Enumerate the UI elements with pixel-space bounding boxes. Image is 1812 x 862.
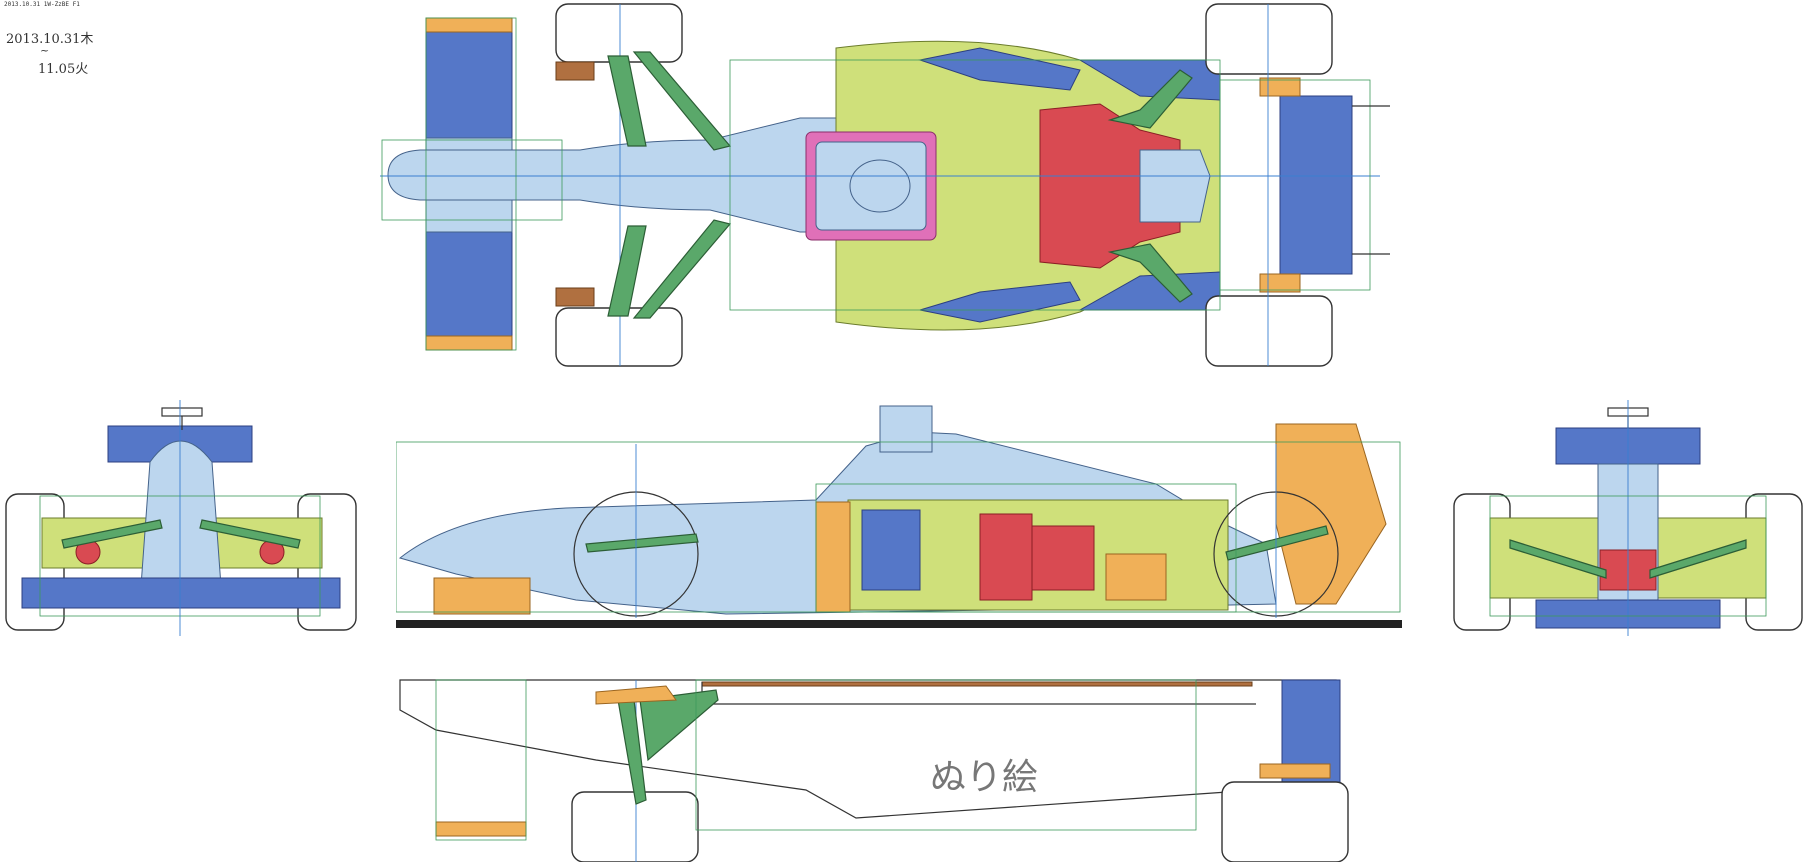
date-end: 11.05火 xyxy=(38,62,89,77)
front-wing-right xyxy=(425,231,513,351)
side-view-front-wing xyxy=(433,577,531,615)
front-tire-right xyxy=(555,307,683,367)
rear-view xyxy=(1453,400,1803,636)
airbox xyxy=(879,405,933,453)
rear-tire-right xyxy=(1205,295,1333,367)
side-view-rear-wing xyxy=(1275,423,1387,605)
side-view xyxy=(396,405,1402,628)
front-tire-left xyxy=(555,3,683,63)
rear-tire-left xyxy=(1205,3,1333,75)
sheet-header: 2013.10.31 1W-ZzBE F1 xyxy=(4,1,80,8)
rear-wing xyxy=(1279,95,1353,275)
ground-line xyxy=(396,620,1402,628)
driver-helmet xyxy=(849,159,911,213)
bottom-view xyxy=(399,679,1349,862)
front-view-front-wing xyxy=(21,577,341,609)
front-suspension-upper xyxy=(607,51,732,151)
bottom-view-rear-tire xyxy=(1221,781,1349,862)
front-view-nose xyxy=(139,440,223,601)
date-tilde: ~ xyxy=(40,44,50,57)
top-view xyxy=(380,3,1390,367)
date-start: 2013.10.31木 xyxy=(6,32,94,47)
handwritten-label: ぬり絵 xyxy=(930,757,1039,798)
side-view-engine xyxy=(979,513,1033,601)
floor-outline xyxy=(399,679,1337,819)
bottom-view-front-tire xyxy=(571,791,699,862)
front-wing-left xyxy=(425,17,513,139)
front-view xyxy=(5,400,357,636)
engine xyxy=(1039,103,1181,269)
rear-suspension xyxy=(1107,69,1193,303)
